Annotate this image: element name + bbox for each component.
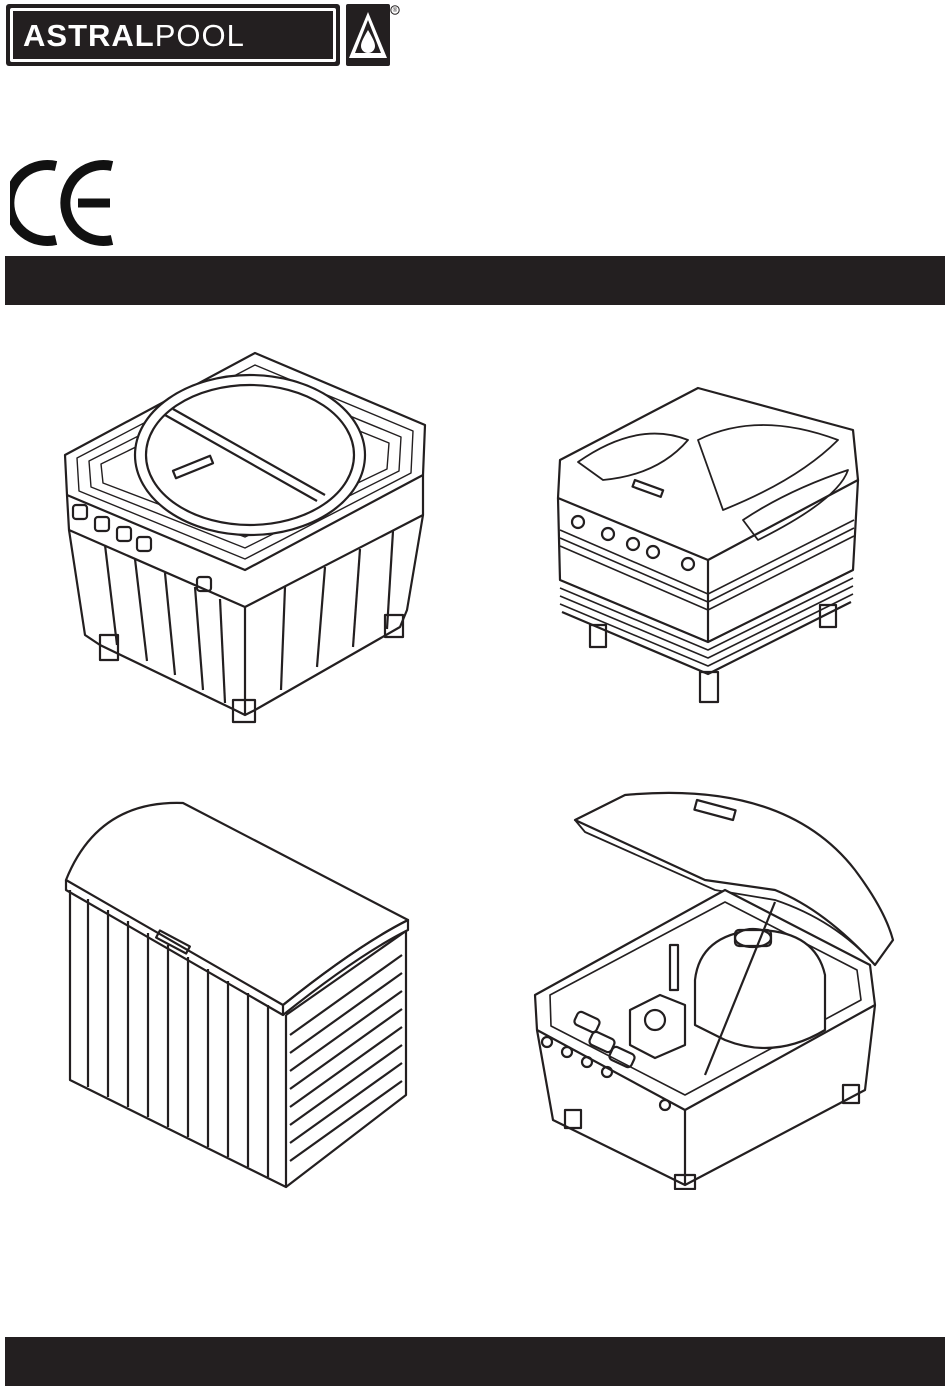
header-band bbox=[5, 256, 945, 305]
product-illustration-4: filter-box-open-lid-illustration bbox=[525, 790, 900, 1190]
brand-name: ASTRALPOOL bbox=[23, 20, 245, 51]
ce-mark-icon bbox=[10, 158, 120, 248]
registered-mark: ® bbox=[393, 7, 398, 14]
filter-box-open-lid-illustration bbox=[525, 790, 900, 1190]
brand-triangle-drop-icon: ® bbox=[344, 4, 400, 66]
product-illustration-1: filter-box-round-grate-lid-illustration bbox=[55, 345, 435, 725]
product-illustration-3: filter-shed-enclosure-illustration bbox=[58, 795, 423, 1195]
product-illustration-2: filter-box-closed-lid-illustration bbox=[548, 380, 868, 720]
brand-name-regular: POOL bbox=[155, 18, 245, 53]
brand-logo-box: ASTRALPOOL bbox=[6, 4, 340, 66]
filter-box-round-grate-lid-illustration bbox=[55, 345, 435, 725]
brand-name-bold: ASTRAL bbox=[23, 18, 155, 53]
footer-band bbox=[5, 1337, 945, 1386]
filter-box-closed-lid-illustration bbox=[548, 380, 868, 720]
brand-logo: ASTRALPOOL ® bbox=[6, 4, 398, 66]
filter-shed-enclosure-illustration bbox=[58, 795, 423, 1195]
